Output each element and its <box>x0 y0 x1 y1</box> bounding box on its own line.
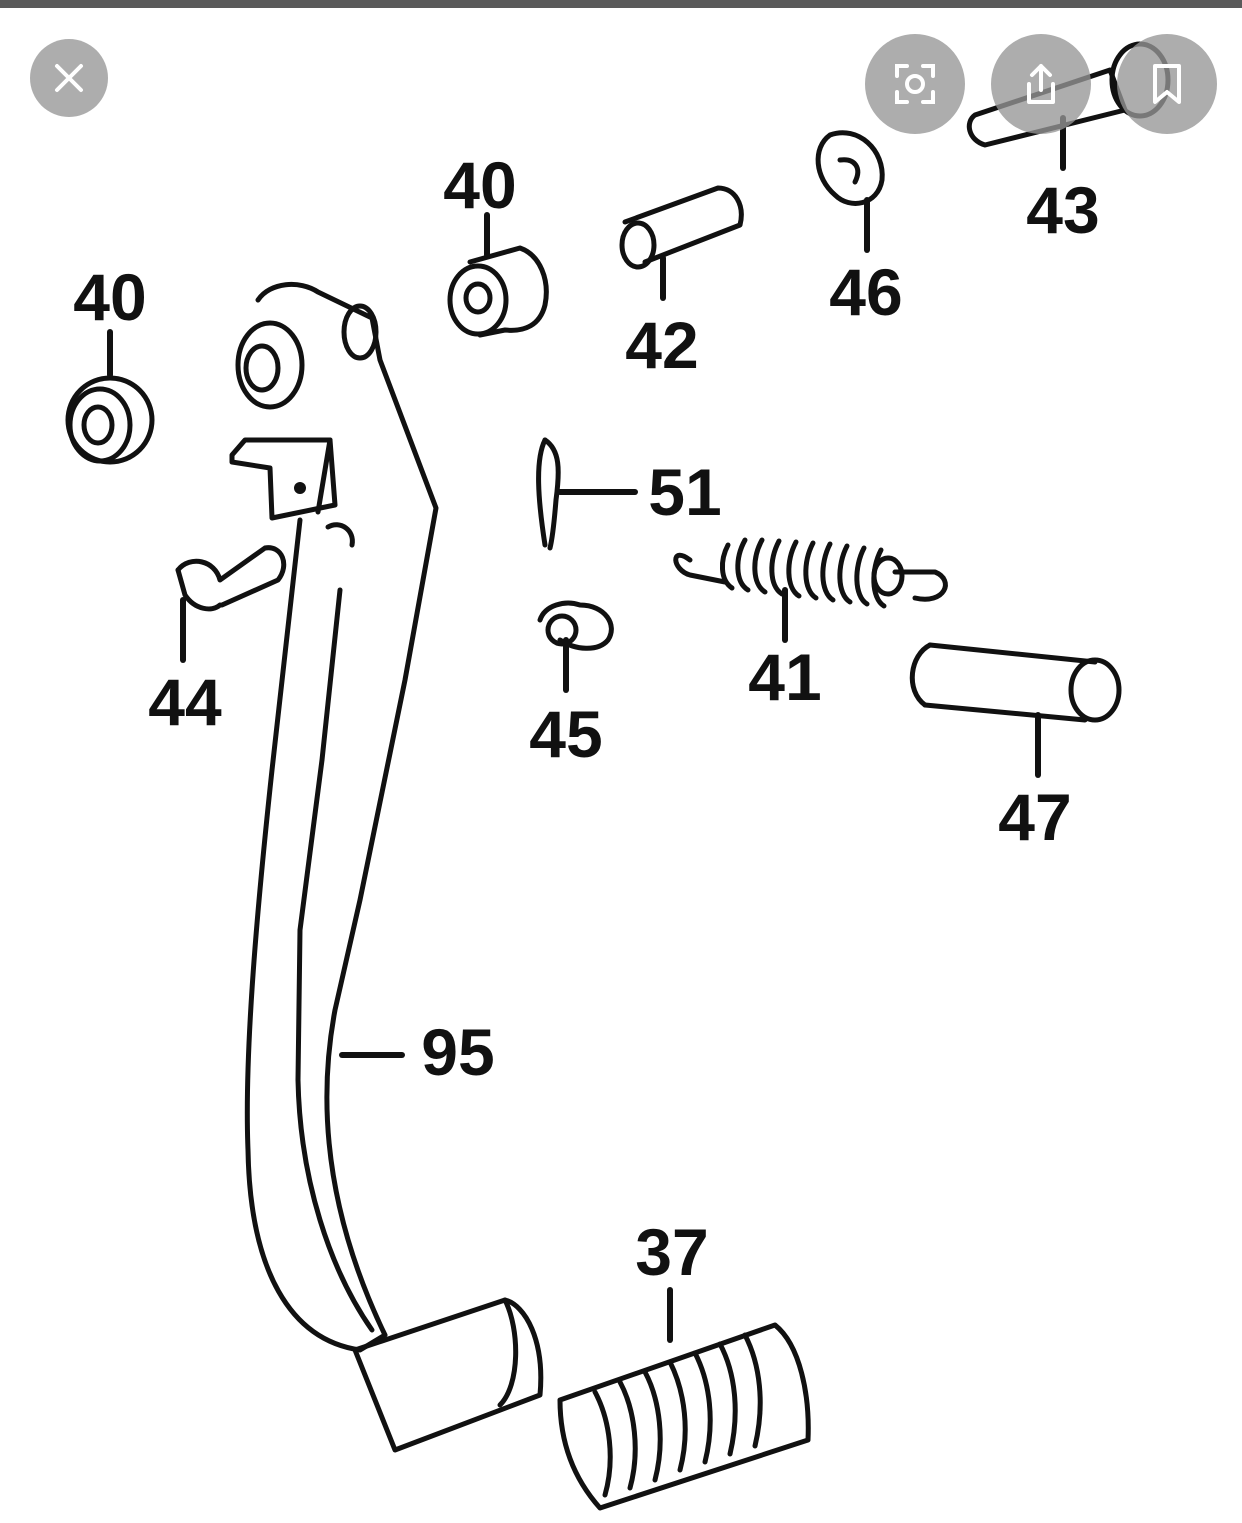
callout-41: 41 <box>748 640 821 714</box>
callout-40-top: 40 <box>443 148 516 222</box>
bushing-top <box>447 245 549 338</box>
callout-42: 42 <box>625 308 698 382</box>
callout-44: 44 <box>148 665 222 739</box>
callout-37: 37 <box>635 1215 708 1289</box>
image-search-icon <box>895 64 935 104</box>
callout-51: 51 <box>648 455 721 529</box>
clip <box>815 130 885 206</box>
pedal-foot <box>352 1297 544 1453</box>
cotter-pin <box>536 437 561 551</box>
bookmark-icon <box>1153 64 1181 104</box>
callout-47: 47 <box>998 780 1071 854</box>
image-search-button[interactable] <box>865 34 965 134</box>
sleeve <box>909 642 1122 723</box>
pedal-pad <box>557 1322 811 1511</box>
spring <box>673 537 948 609</box>
callout-40-left: 40 <box>73 260 146 334</box>
callout-labels: 40 40 43 42 46 51 44 41 45 47 95 37 <box>73 148 1099 1289</box>
pivot-pin <box>175 545 287 612</box>
callout-46: 46 <box>829 255 902 329</box>
callout-95: 95 <box>421 1015 494 1089</box>
close-icon <box>55 64 83 92</box>
close-button[interactable] <box>30 39 108 117</box>
bookmark-button[interactable] <box>1117 34 1217 134</box>
pedal-arm <box>229 281 439 1353</box>
top-bar <box>0 0 1242 8</box>
bushing-left <box>65 375 155 465</box>
callout-43: 43 <box>1026 173 1099 247</box>
pin-sleeve <box>619 185 744 270</box>
nut <box>537 600 614 651</box>
share-icon <box>1027 64 1055 104</box>
callout-45: 45 <box>529 697 602 771</box>
share-button[interactable] <box>991 34 1091 134</box>
